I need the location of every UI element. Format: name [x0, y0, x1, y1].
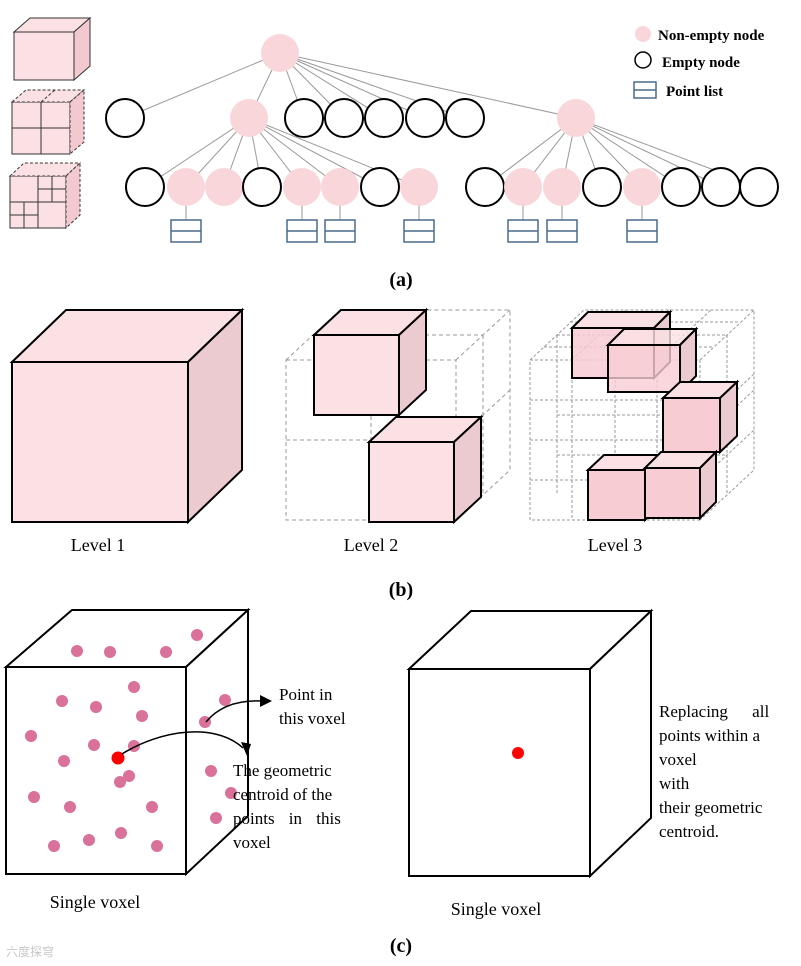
- non-empty-node: [623, 168, 661, 206]
- note-line: The geometric: [233, 761, 332, 780]
- root-node: [261, 34, 299, 72]
- level1-cube: [9, 307, 245, 525]
- empty-node: [125, 167, 165, 207]
- tree-nodes: [105, 34, 779, 207]
- point-in-voxel-note: Point in this voxel: [279, 683, 369, 731]
- panel-label-b: (b): [389, 579, 413, 601]
- single-voxel-left: [3, 607, 251, 877]
- centroid-only-point: [512, 747, 524, 759]
- empty-node: [739, 167, 779, 207]
- empty-node: [324, 98, 364, 138]
- point-list-icon: [324, 219, 356, 243]
- point-list-icon: [403, 219, 435, 243]
- level3-cube: [529, 309, 755, 523]
- non-empty-node: [205, 168, 243, 206]
- legend-non-empty-icon: [635, 26, 651, 42]
- empty-node: [445, 98, 485, 138]
- point-list-icon: [170, 219, 202, 243]
- level2-label: Level 2: [344, 535, 398, 555]
- single-voxel-right: [406, 608, 654, 879]
- panel-label-c: (c): [390, 935, 412, 957]
- point-list-icon: [546, 219, 578, 243]
- empty-node: [465, 167, 505, 207]
- legend-empty-label: Empty node: [662, 55, 740, 71]
- level3-label: Level 3: [588, 535, 642, 555]
- note-line: voxel: [233, 833, 271, 852]
- panel-label-a: (a): [389, 269, 412, 291]
- point-list-icon: [286, 219, 318, 243]
- empty-node: [405, 98, 445, 138]
- empty-node: [284, 98, 324, 138]
- note-line: this voxel: [279, 709, 346, 728]
- empty-node: [701, 167, 741, 207]
- non-empty-node: [543, 168, 581, 206]
- legend-non-empty-label: Non-empty node: [658, 28, 765, 44]
- non-empty-node: [321, 168, 359, 206]
- single-voxel-left-label: Single voxel: [50, 892, 141, 912]
- non-empty-node: [230, 99, 268, 137]
- note-line: points within a: [659, 726, 761, 745]
- note-line: their geometric: [659, 798, 763, 817]
- voxel-points: [25, 629, 237, 852]
- non-empty-node: [400, 168, 438, 206]
- note-line: points in this: [233, 809, 341, 828]
- legend-point-list-icon: [633, 81, 657, 99]
- single-voxel-right-label: Single voxel: [451, 899, 542, 919]
- note-line: voxel with: [659, 750, 697, 793]
- non-empty-node: [557, 99, 595, 137]
- replacing-note: Replacing all points within a voxel with…: [659, 700, 789, 844]
- octree-cube-level2-icon: [10, 88, 86, 156]
- empty-node: [105, 98, 145, 138]
- empty-node: [242, 167, 282, 207]
- annotation-arrows: [121, 700, 263, 755]
- point-lists: [170, 219, 658, 243]
- note-line: centroid of the: [233, 785, 333, 804]
- non-empty-node: [283, 168, 321, 206]
- arrowhead-icon: [241, 742, 251, 756]
- panel-a: Non-empty node Empty node Point list (a): [8, 16, 779, 291]
- note-line: Point in: [279, 685, 333, 704]
- legend: Non-empty node Empty node Point list: [633, 26, 765, 100]
- note-line: centroid.: [659, 822, 719, 841]
- empty-node: [364, 98, 404, 138]
- point-list-icon: [626, 219, 658, 243]
- non-empty-node: [167, 168, 205, 206]
- legend-empty-icon: [634, 51, 652, 69]
- empty-node: [360, 167, 400, 207]
- empty-node: [661, 167, 701, 207]
- point-list-icon: [507, 219, 539, 243]
- panel-c: Single voxel Single voxel (c): [3, 607, 654, 957]
- centroid-note: The geometric centroid of the points in …: [233, 759, 361, 855]
- legend-point-list-label: Point list: [666, 84, 723, 100]
- empty-node: [582, 167, 622, 207]
- non-empty-node: [504, 168, 542, 206]
- panel-b: Level 1: [9, 307, 755, 601]
- octree-cube-level3-icon: [8, 161, 82, 230]
- level2-cube: [285, 307, 511, 525]
- note-line: Replacing all: [659, 702, 770, 721]
- watermark-text: 六度探穹: [6, 945, 55, 959]
- arrowhead-icon: [260, 695, 272, 707]
- level1-label: Level 1: [71, 535, 125, 555]
- octree-cube-level1-icon: [12, 16, 92, 82]
- centroid-point: [111, 751, 125, 765]
